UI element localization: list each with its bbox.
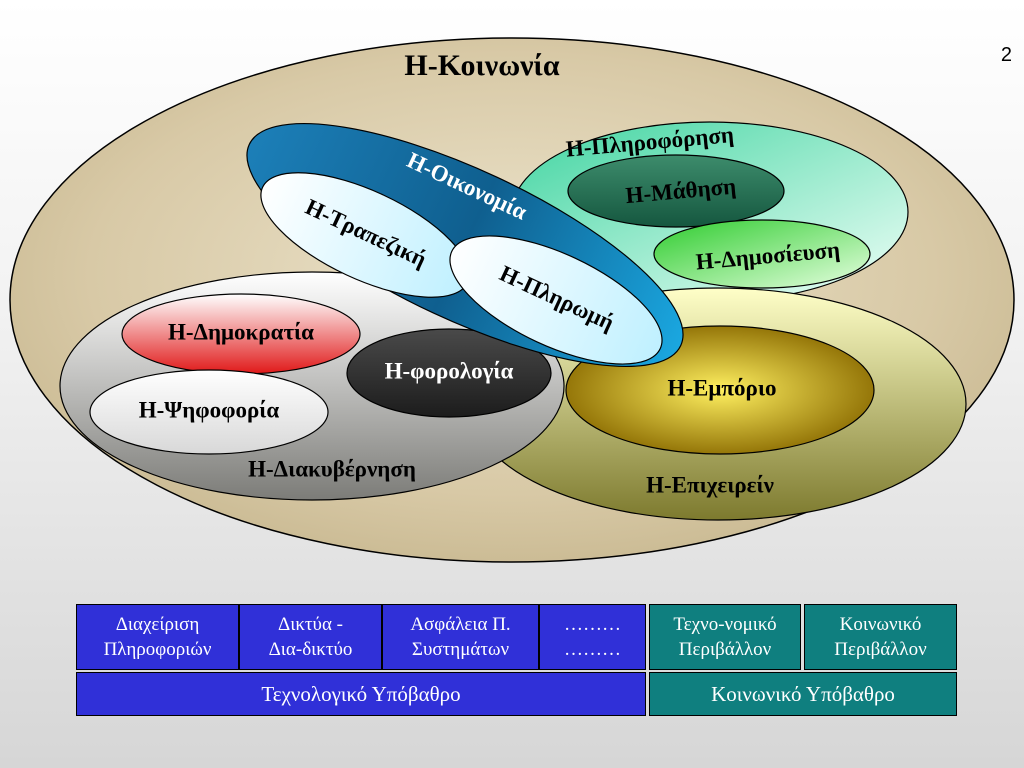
voting-label: Η-Ψηφοφορία — [139, 397, 280, 422]
voting-ellipse — [89, 369, 329, 455]
learning-ellipse — [567, 154, 785, 228]
tech-infrastructure-bar: Τεχνολογικό Υπόβαθρο — [76, 672, 646, 716]
networks-line-2: Δια-δικτύο — [268, 639, 353, 660]
society-label: Η-Κοινωνία — [404, 49, 559, 82]
commerce-label: Η-Εμπόριο — [668, 375, 777, 400]
social-environment-line-2: Περιβάλλον — [834, 639, 927, 660]
e-society-diagram: Η-Κοινωνία Η-Πληροφόρηση Η-Μάθηση Η-Δημο… — [9, 37, 1015, 563]
networks-line-1: Δικτύα - — [278, 614, 343, 635]
dots-line-1: ……… — [564, 614, 621, 635]
dots-cell: ……… ……… — [539, 604, 646, 670]
security-line-1: Ασφάλεια Π. — [410, 614, 511, 635]
info-management-line-2: Πληροφοριών — [103, 639, 212, 660]
slide-number: 2 — [1000, 44, 1012, 66]
dots-line-2: ……… — [564, 639, 621, 660]
social-environment-line-1: Κοινωνικό — [839, 614, 922, 635]
taxation-ellipse — [346, 328, 552, 418]
techno-legal-line-1: Τεχνο-νομικό — [673, 614, 777, 635]
democracy-label: Η-Δημοκρατία — [168, 319, 314, 344]
techno-legal-line-2: Περιβάλλον — [678, 639, 772, 660]
business-label: Η-Επιχειρείν — [646, 472, 774, 497]
security-line-2: Συστημάτων — [411, 639, 510, 660]
publishing-ellipse — [653, 219, 871, 289]
social-infrastructure-bar: Κοινωνικό Υπόβαθρο — [649, 672, 957, 716]
security-cell: Ασφάλεια Π. Συστημάτων — [382, 604, 539, 670]
payment-ellipse — [449, 235, 663, 365]
info-management-line-1: Διαχείριση — [115, 614, 200, 635]
networks-cell: Δικτύα - Δια-δικτύο — [239, 604, 382, 670]
governance-label: Η-Διακυβέρνηση — [248, 456, 416, 481]
taxation-label: Η-φορολογία — [385, 358, 514, 383]
